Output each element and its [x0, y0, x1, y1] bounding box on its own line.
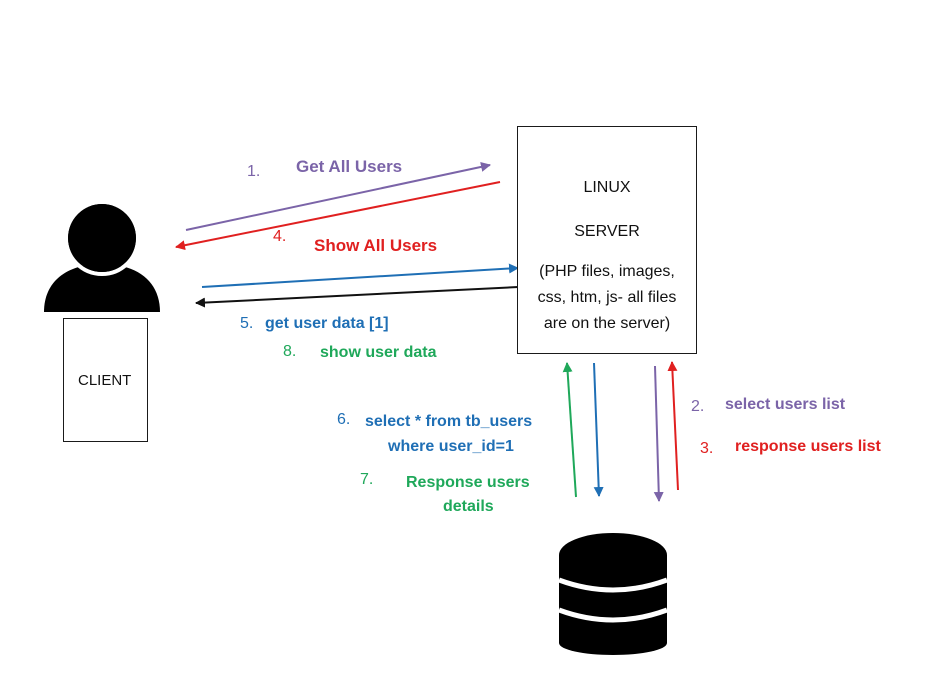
server-title-linux: LINUX: [583, 179, 631, 196]
step-6-label-line2: where user_id=1: [388, 438, 514, 455]
step-8-number: 8.: [283, 343, 297, 360]
server-box: LINUX SERVER (PHP files, images, css, ht…: [517, 126, 697, 354]
step-6-number: 6.: [337, 411, 351, 428]
step-2-label: select users list: [725, 396, 846, 413]
step-8-label: show user data: [320, 344, 437, 361]
step-7-label-line1: Response users: [406, 474, 530, 491]
client-label: CLIENT: [78, 372, 132, 389]
arrow-show-user-data: [195, 286, 519, 308]
server-title-server: SERVER: [574, 223, 640, 240]
step-3-number: 3.: [700, 440, 714, 457]
step-2-number: 2.: [691, 398, 705, 415]
step-1-number: 1.: [247, 163, 261, 180]
server-desc-line1: (PHP files, images,: [539, 263, 675, 280]
server-desc-line2: css, htm, js- all files: [537, 289, 677, 306]
step-7-number: 7.: [360, 471, 374, 488]
arrow-response-users-list: [667, 361, 679, 491]
arrow-show-all-users: [175, 181, 501, 251]
arrow-get-all-users: [185, 161, 491, 231]
client-box: CLIENT: [63, 318, 148, 442]
arrow-get-user-data: [201, 263, 519, 288]
user-silhouette-icon: [44, 200, 162, 312]
arrow-response-users-details: [562, 362, 577, 498]
step-5-label: get user data [1]: [265, 315, 389, 332]
step-1-label: Get All Users: [296, 157, 403, 176]
database-icon: [558, 533, 668, 655]
server-text: LINUX SERVER (PHP files, images, css, ht…: [518, 175, 696, 337]
server-desc-line3: are on the server): [543, 315, 671, 332]
step-4-label: Show All Users: [314, 236, 438, 255]
step-7-label-line2: details: [443, 498, 494, 515]
step-4-number: 4.: [273, 228, 287, 245]
arrow-select-user: [593, 362, 604, 497]
step-5-number: 5.: [240, 315, 254, 332]
step-6-label-line1: select * from tb_users: [365, 413, 533, 430]
arrow-select-users-list: [653, 365, 664, 502]
step-3-label: response users list: [735, 438, 881, 455]
